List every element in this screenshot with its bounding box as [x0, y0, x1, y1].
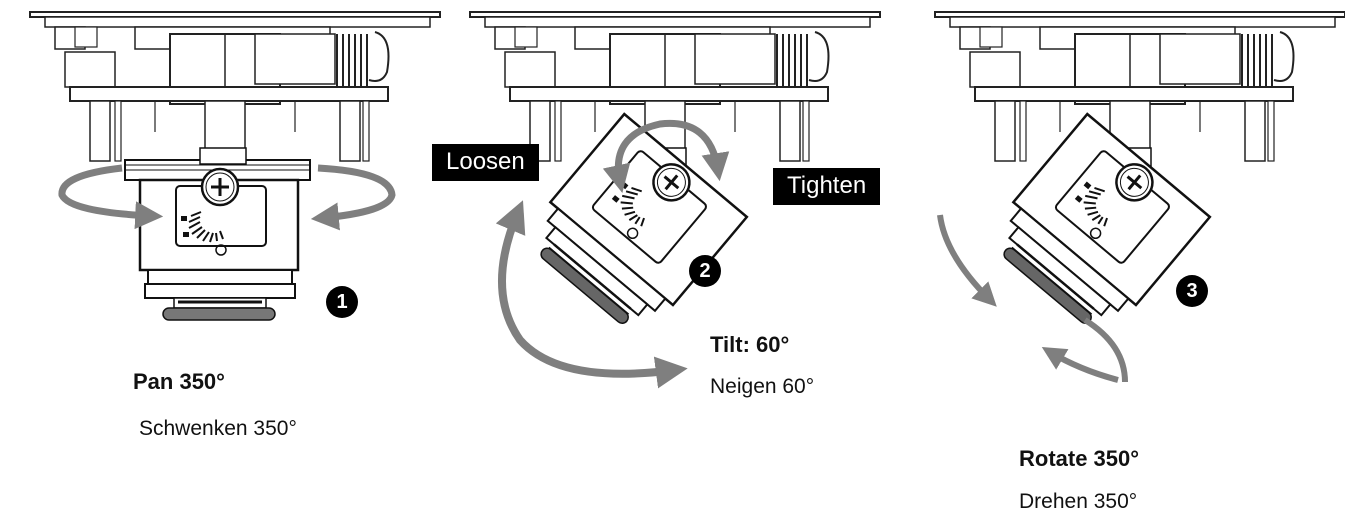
loosen-callout: Loosen	[432, 144, 539, 181]
tilt-arrow-icon	[495, 200, 688, 389]
step-3-figure	[934, 11, 1345, 383]
pan-arrow-icon	[58, 164, 164, 230]
tighten-callout: Tighten	[773, 168, 881, 205]
step-1-badge: 1	[326, 286, 358, 318]
step-3-subtitle: Drehen 350°	[1019, 490, 1138, 513]
loosen-tighten-arrow-icon	[602, 119, 730, 193]
step-1-title: Pan 350°	[133, 369, 225, 394]
step-2-figure	[469, 11, 881, 389]
step-2-subtitle: Neigen 60°	[710, 375, 815, 398]
step-2-badge: 2	[689, 255, 721, 287]
step-2-title: Tilt: 60°	[710, 332, 790, 357]
rotate-arrow-icon	[937, 214, 997, 307]
step-3-badge: 3	[1176, 275, 1208, 307]
step-1-figure	[29, 11, 441, 321]
step-3-title: Rotate 350°	[1019, 446, 1140, 471]
step-1-subtitle: Schwenken 350°	[139, 417, 297, 440]
